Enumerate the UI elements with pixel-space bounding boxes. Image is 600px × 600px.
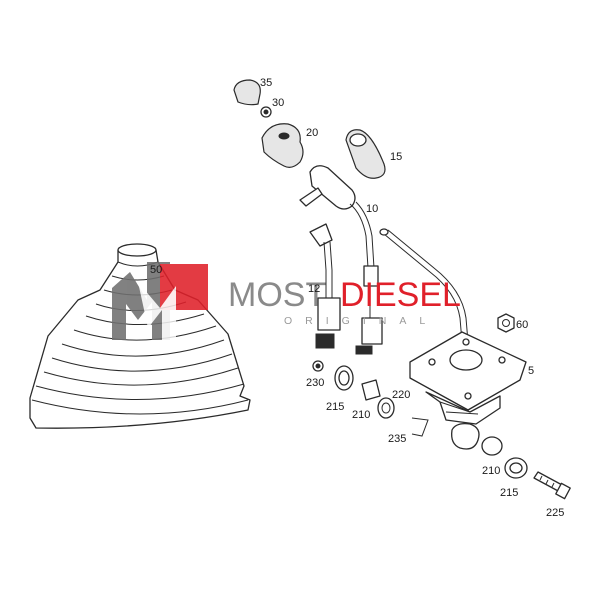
watermark-brand-part1: MOST <box>228 276 326 314</box>
callout-225: 225 <box>546 507 564 519</box>
bearing-part-215-left <box>334 365 354 391</box>
callout-215-left: 215 <box>326 401 344 413</box>
knob-insert-part-20 <box>261 123 304 168</box>
callout-210-right: 210 <box>482 465 500 477</box>
cable-part-12 <box>309 223 341 349</box>
callout-60: 60 <box>516 319 528 331</box>
knob-cap-part-35 <box>233 79 261 106</box>
watermark-subtitle: ORIGINAL <box>284 315 438 327</box>
bolt-part-225 <box>533 471 571 500</box>
callout-15: 15 <box>390 151 402 163</box>
callout-210-left: 210 <box>352 409 370 421</box>
callout-12: 12 <box>308 283 320 295</box>
callout-30: 30 <box>272 97 284 109</box>
callout-10: 10 <box>366 203 378 215</box>
hex-nut-part-60 <box>497 313 515 333</box>
shift-housing-part-5 <box>379 228 527 455</box>
callout-230: 230 <box>306 377 324 389</box>
callout-215-right: 215 <box>500 487 518 499</box>
bushing-part-210-left <box>361 379 381 401</box>
callout-50: 50 <box>150 264 162 276</box>
knob-sleeve-part-15 <box>345 129 386 179</box>
bearing-part-215-right <box>504 457 528 479</box>
washer-part-230 <box>312 360 324 372</box>
shift-lever-part-10 <box>299 165 383 355</box>
watermark-brand-part2: DIESEL <box>340 276 461 314</box>
bushing-part-220 <box>377 397 395 419</box>
callout-5: 5 <box>528 365 534 377</box>
spring-clip-part-235 <box>411 417 429 437</box>
callout-220: 220 <box>392 389 410 401</box>
bushing-part-210-right <box>481 436 503 456</box>
callout-35: 35 <box>260 77 272 89</box>
watermark-logo-mark <box>112 262 208 340</box>
nut-part-30 <box>260 106 272 118</box>
callout-20: 20 <box>306 127 318 139</box>
callout-235: 235 <box>388 433 406 445</box>
shift-boot-part-50 <box>29 243 251 429</box>
